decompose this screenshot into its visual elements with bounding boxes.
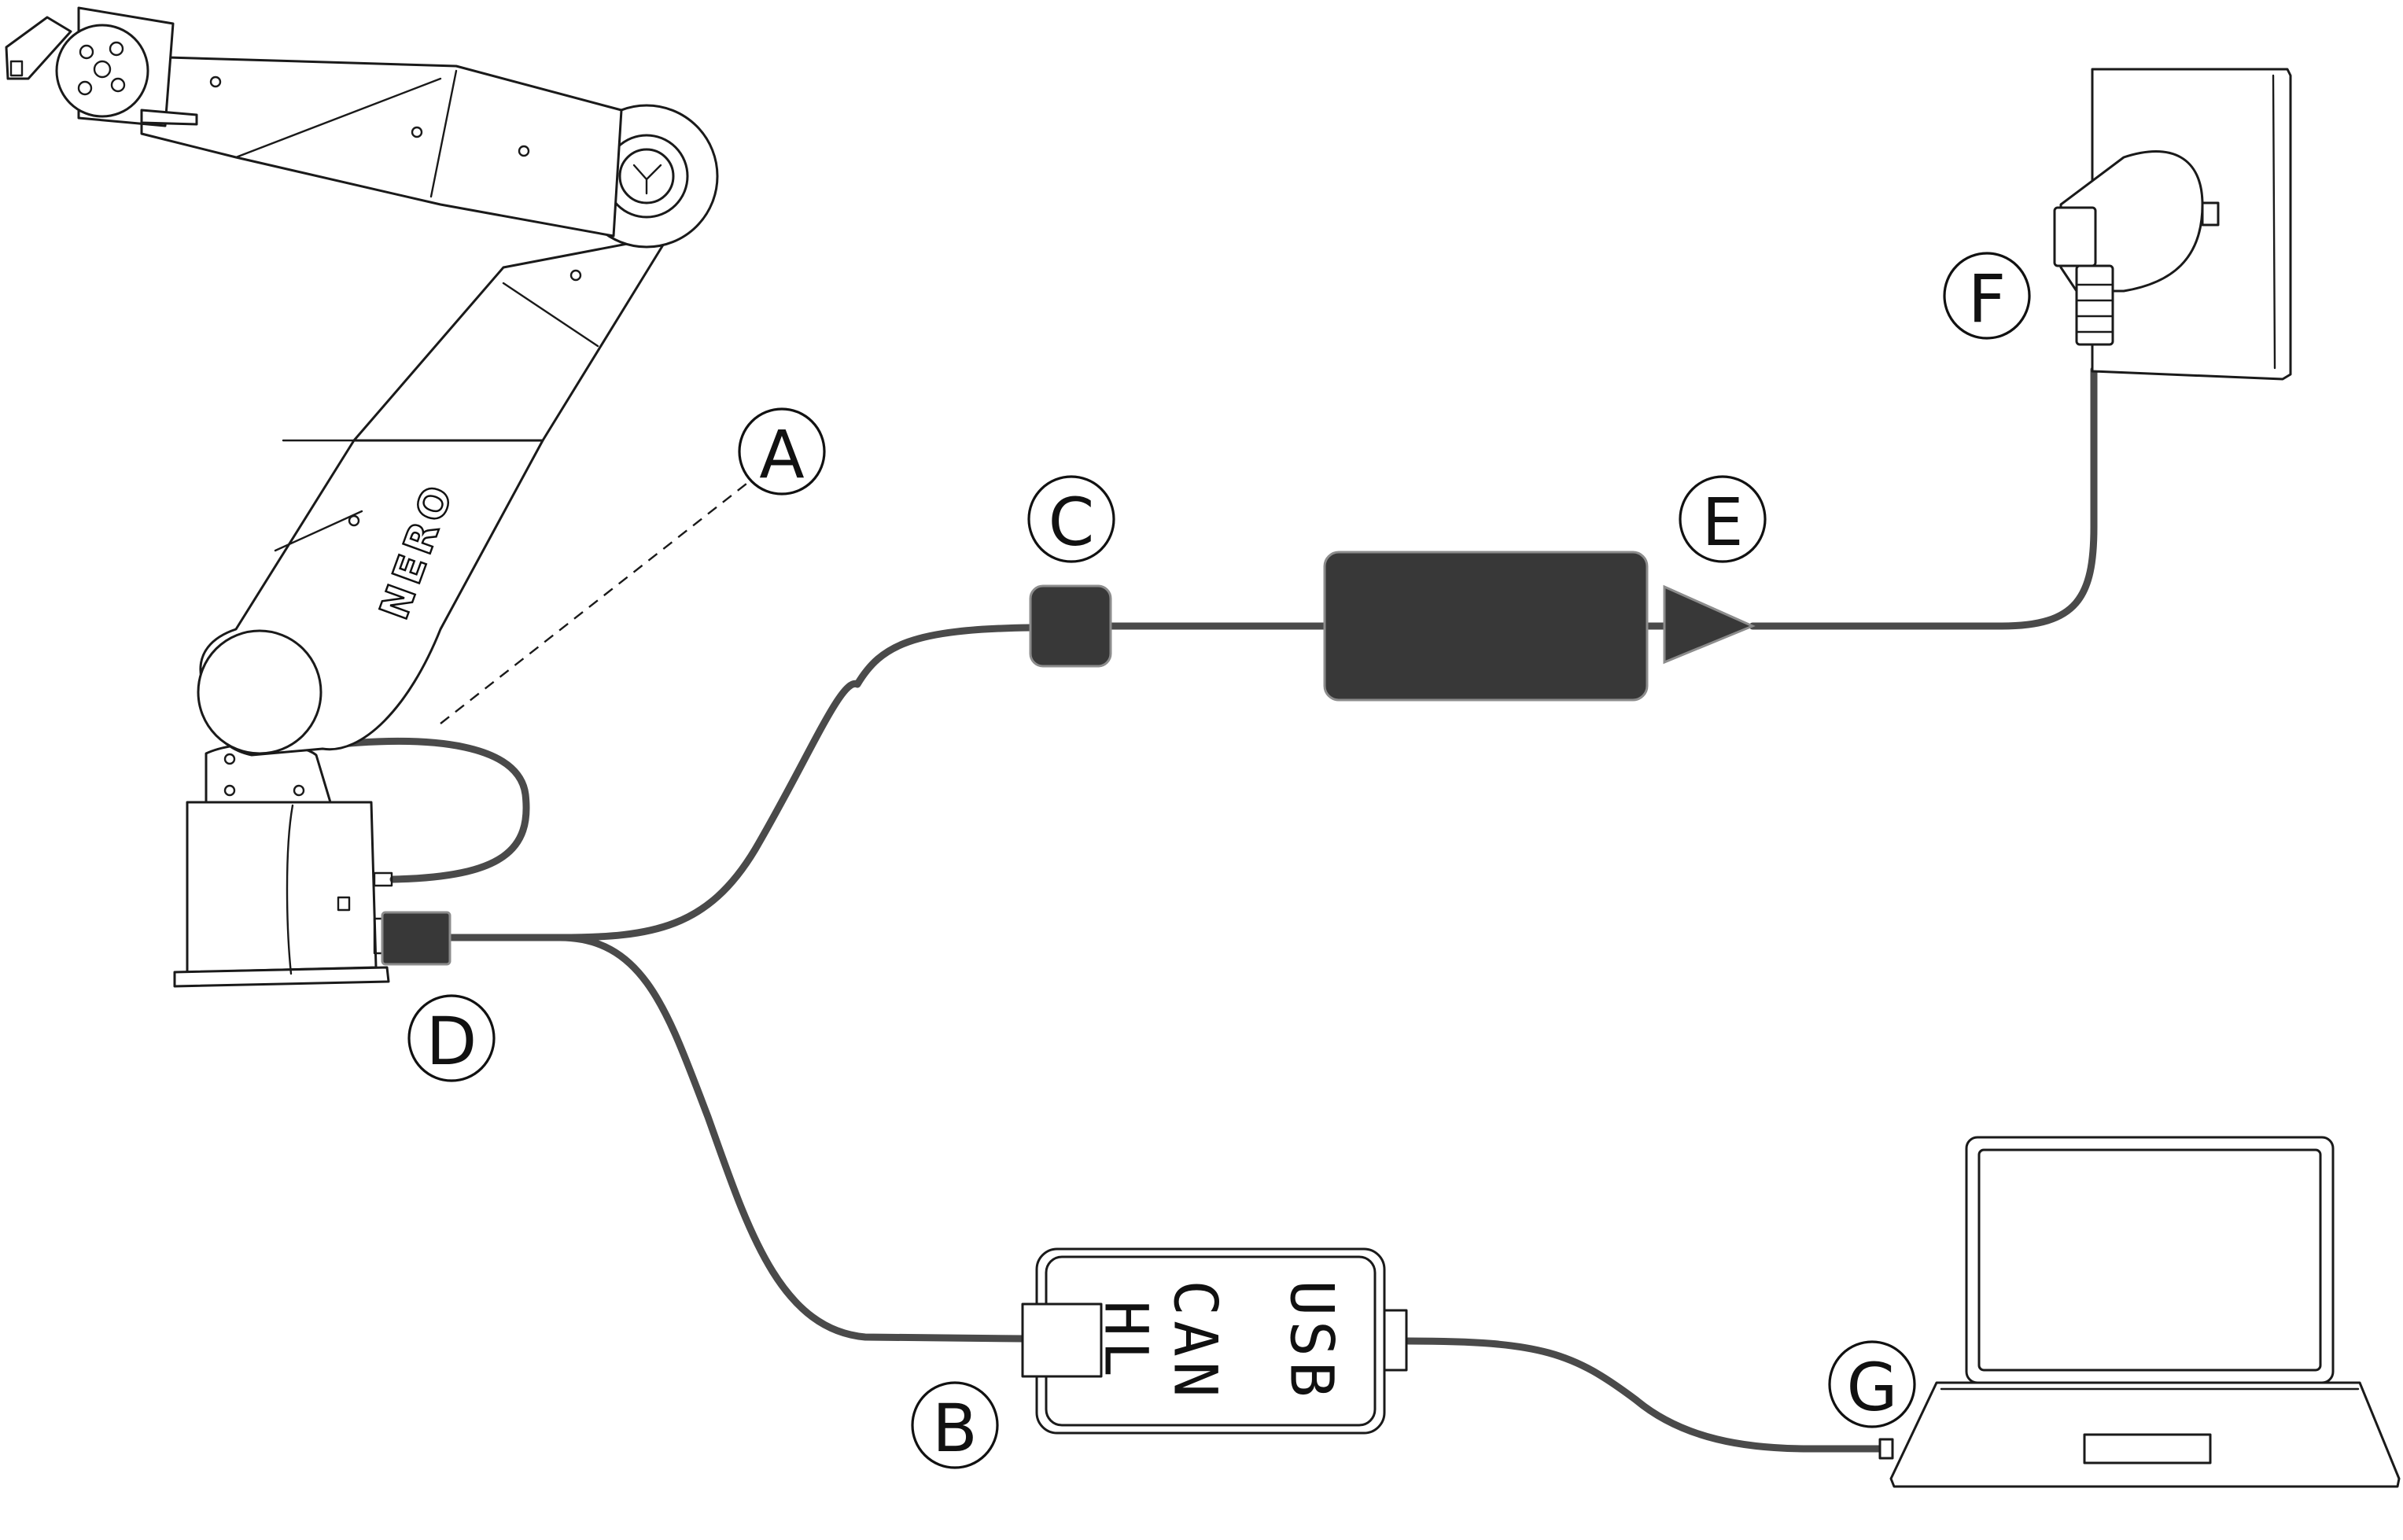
laptop xyxy=(1878,1136,2401,1488)
callout-e-label: E xyxy=(1701,484,1743,561)
wall-outlet xyxy=(2053,68,2292,381)
callout-d: D xyxy=(407,994,496,1082)
robot-connector xyxy=(381,911,451,966)
robot-middle-link xyxy=(352,234,670,442)
robot-loop-cable xyxy=(308,738,530,883)
callout-e: E xyxy=(1679,475,1767,563)
can-module-can-port xyxy=(1021,1302,1103,1378)
cables xyxy=(308,366,2098,1453)
can-module-label-hl: HL xyxy=(1092,1300,1162,1382)
robot-base xyxy=(186,801,378,974)
callout-f: F xyxy=(1943,252,2031,340)
power-adapter-plug xyxy=(1663,584,1756,665)
cable-usb-to-laptop xyxy=(1404,1337,1893,1453)
callouts: A B C D E F G xyxy=(407,252,2031,1469)
callout-f-label: F xyxy=(1968,260,2006,337)
cable-connector-c xyxy=(1029,584,1112,668)
robot-forearm xyxy=(140,55,623,238)
callout-a: A xyxy=(738,407,826,496)
power-adapter-body xyxy=(1323,551,1649,702)
can-module-usb-port xyxy=(1383,1309,1408,1372)
callout-b: B xyxy=(911,1381,999,1469)
can-usb-module: CAN HL USB xyxy=(1021,1247,1408,1435)
callout-g: G xyxy=(1828,1340,1916,1428)
power-adapter xyxy=(1323,551,1756,702)
can-module-label-can: CAN xyxy=(1161,1280,1231,1402)
callout-c-label: C xyxy=(1049,484,1095,561)
callout-b-label: B xyxy=(932,1390,978,1467)
cable-d-to-c xyxy=(556,624,1034,941)
callout-d-label: D xyxy=(426,1003,477,1080)
cable-d-to-b xyxy=(556,934,1026,1343)
callout-a-leader xyxy=(440,477,754,724)
can-module-label-usb: USB xyxy=(1277,1280,1347,1402)
callout-g-label: G xyxy=(1846,1349,1897,1426)
callout-c: C xyxy=(1027,475,1115,563)
callout-a-label: A xyxy=(759,416,804,493)
laptop-touchpad xyxy=(2083,1433,2212,1464)
cable-e-to-f xyxy=(1749,366,2098,630)
robot-arm: NERO xyxy=(5,6,719,988)
